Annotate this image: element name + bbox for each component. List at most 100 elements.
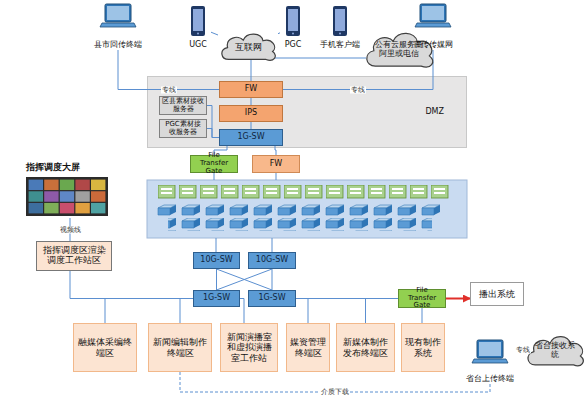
video-wall-frame [26,177,108,216]
link-connector [296,299,308,324]
node-label: 10G-SW [256,256,288,265]
laptop-icon [462,338,518,366]
link-line [276,173,277,180]
node-label: 宣传传媒网 [405,41,461,50]
laptop-icon [405,2,461,30]
network-box: 新闻演播室和虚拟演播室工作站 [220,323,278,372]
network-box: 新媒体制作发布终端区 [336,323,395,372]
video-tile [44,191,58,201]
link-connector [70,271,193,299]
network-box: PGC素材接收服务器 [159,119,207,138]
cloud-outline [528,337,583,366]
network-box: 指挥调度区渲染调度工作站区 [36,241,112,271]
node-label: 媒资管理终端区 [289,337,327,357]
network-box: 10G-SW [248,252,296,269]
video-tile [60,191,74,201]
phone-button [197,33,199,35]
node-label: IPS [245,109,257,118]
link-connector [275,58,366,59]
node-label: 互联网 [235,42,262,52]
laptop-base [100,23,136,27]
node-label: 新闻演播室和虚拟演播室工作站 [223,332,275,362]
edge-label: 专线 [515,347,531,354]
laptop-display [107,6,129,20]
node-label: 1G-SW [258,294,285,303]
node-label: DMZ [425,107,444,116]
network-box: 1G-SW [219,129,283,146]
network-box: 1G-SW [193,290,240,307]
node-label: 融媒体采编终端区 [76,337,134,357]
video-tile [91,203,105,213]
node-label: 省台上传终端 [462,375,518,384]
node-label: 区县素材接收服务器 [162,98,204,114]
link-connector [251,122,252,129]
edge-label: 专线 [161,86,177,93]
node-label: 播出系统 [479,289,515,299]
video-tile [75,191,89,201]
node-label: UGC [185,41,211,50]
laptop-node: 宣传传媒网 [405,2,461,50]
link-connector [211,32,218,35]
server-row [156,204,444,217]
cloud-node: 互联网 [218,30,278,64]
edge-label: 视频线 [59,226,82,233]
node-label: 现有制作系统 [404,337,442,357]
phone-button [339,33,341,35]
network-box: 1G-SW [248,290,296,307]
node-label: PGC素材接收服务器 [162,121,204,137]
link-connector [446,298,470,300]
phone-button [292,33,294,35]
network-box: 10G-SW [193,252,240,269]
cloud-outline [367,33,433,67]
link-connector [296,298,398,299]
link-connector [251,98,252,105]
storage-row [158,185,452,199]
link-connector [296,299,366,324]
node-label: File Transfer Gate [193,152,235,175]
network-box: IPS [219,105,283,122]
network-box: 融媒体采编终端区 [73,323,137,372]
node-label: 1G-SW [237,133,264,142]
phone-display [335,9,345,31]
laptop-display [479,342,501,356]
video-wall [26,177,108,216]
node-label: 新媒体制作发布终端区 [339,337,392,357]
phone-node: UGC [185,4,211,50]
video-tile [29,203,43,213]
video-tile [60,203,74,213]
node-label: PGC [280,41,306,50]
band-node: DMZFW区县素材接收服务器IPSPGC素材接收服务器1G-SW [147,76,467,148]
network-box: 播出系统 [470,282,524,306]
phone-body [333,6,347,36]
node-label: 新闻编辑制作终端区 [151,337,209,357]
network-box: 媒资管理终端区 [286,323,330,372]
link-connector [180,299,193,324]
cloud-node: 省台接收系统 [524,332,586,370]
node-label: 指挥调度区渲染调度工作站区 [39,246,109,265]
laptop-display [422,6,444,20]
node-label: 手机客户端 [318,41,362,50]
laptop-base [415,23,451,27]
phone-node: 手机客户端 [318,4,362,50]
edge-label: 介质下载 [320,389,350,396]
link-connector [216,269,217,290]
node-label: 10G-SW [200,256,232,265]
node-label: 指挥调度大屏 [26,162,108,173]
phone-node: PGC [280,4,306,50]
laptop-screen [105,4,131,22]
video-tile [91,191,105,201]
laptop-screen [420,4,446,22]
video-tile [60,180,74,190]
edge-label: 专线 [350,86,366,93]
network-box: 区县素材接收服务器 [159,96,207,115]
video-tile [29,180,43,190]
link-connector [217,269,273,290]
network-box: File Transfer Gate [190,155,238,173]
phone-icon [280,4,306,38]
laptop-base [472,359,508,363]
phone-body [286,6,300,36]
server-row [168,218,432,231]
video-tile [29,191,43,201]
phone-display [193,9,203,31]
